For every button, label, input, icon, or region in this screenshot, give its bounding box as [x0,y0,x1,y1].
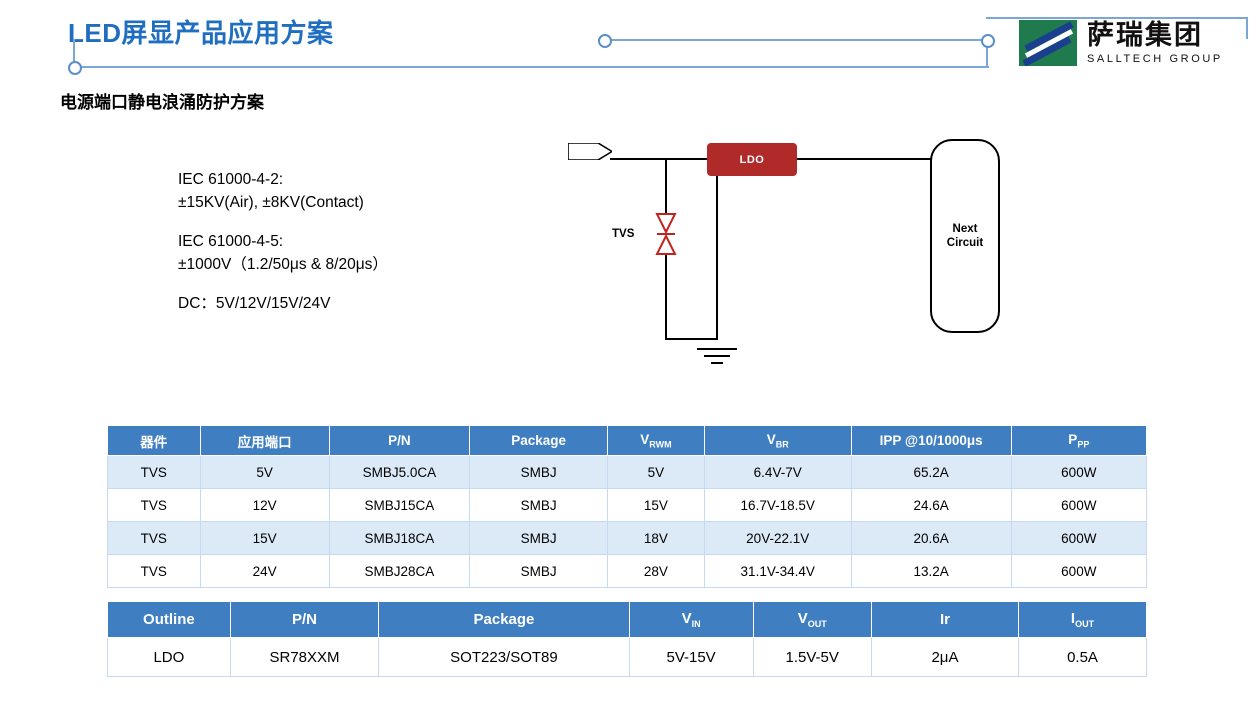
header-rule-left-down [73,39,75,67]
cell: 24V [199,554,330,588]
logo-mark-icon [1019,20,1077,66]
cell: SR78XXM [229,637,380,677]
next-circuit-line1: Next [952,223,978,235]
th-vin: VIN [628,601,754,638]
ground-symbol-icon [697,348,737,364]
th-iout: IOUT [1018,601,1147,638]
spec-line-4: ±1000V（1.2/50μs & 8/20μs） [178,256,388,273]
table-row: TVS 15V SMBJ18CA SMBJ 18V 20V-22.1V 20.6… [107,521,1148,555]
cell: 5V [199,455,330,489]
table-row: TVS 5V SMBJ5.0CA SMBJ 5V 6.4V-7V 65.2A 6… [107,455,1148,489]
wire-tvs-branch [665,158,667,214]
th-ir: Ir [870,601,1020,638]
logo-company-name-en: SALLTECH GROUP [1087,52,1223,65]
cell: 600W [1010,521,1148,555]
cell: 12V [199,488,330,522]
cell: SMBJ [469,521,609,555]
cell: SMBJ5.0CA [328,455,471,489]
cell: 600W [1010,488,1148,522]
wire-ldo-out [796,158,932,160]
cell: 5V-15V [628,637,754,677]
cell: 20.6A [850,521,1012,555]
cell: 16.7V-18.5V [703,488,852,522]
th-pn: P/N [229,601,380,638]
cell: 15V [607,488,705,522]
cell: SMBJ [469,488,609,522]
header-rule-right-corner [1246,17,1248,39]
th-package: Package [378,601,630,638]
tvs-spec-table: 器件 应用端口 P/N Package VRWM VBR IPP @10/100… [107,425,1148,588]
cell: 1.5V-5V [752,637,872,677]
header-rule-top-right [986,17,1248,19]
th-ipp: IPP @10/1000μs [850,425,1012,456]
spec-block: IEC 61000-4-2: ±15KV(Air), ±8KV(Contact)… [178,168,388,315]
cell: 600W [1010,455,1148,489]
th-pn: P/N [328,425,471,456]
cell: 0.5A [1018,637,1147,677]
cell: 13.2A [850,554,1012,588]
th-outline: Outline [107,601,231,638]
spec-line-2: ±15KV(Air), ±8KV(Contact) [178,194,364,211]
cell: 18V [607,521,705,555]
cell: 6.4V-7V [703,455,852,489]
company-logo: 萨瑞集团 SALLTECH GROUP [1019,16,1241,70]
cell: LDO [107,637,231,677]
wire-input [610,158,710,160]
tvs-diode-icon [655,213,677,255]
cell: SMBJ28CA [328,554,471,588]
cell: SMBJ [469,554,609,588]
cell: SMBJ18CA [328,521,471,555]
header-node-bottom-left [68,61,82,75]
spec-line-3: IEC 61000-4-5: [178,233,284,250]
th-port: 应用端口 [199,425,330,456]
cell: 600W [1010,554,1148,588]
table-row: TVS 24V SMBJ28CA SMBJ 28V 31.1V-34.4V 13… [107,554,1148,588]
wire-tvs-to-gnd [665,254,667,340]
cell: SMBJ15CA [328,488,471,522]
cell: TVS [107,521,201,555]
next-circuit-line2: Circuit [946,237,984,249]
cell: TVS [107,488,201,522]
header-rule-bottom [73,66,989,68]
header-rule-right-up [986,39,988,67]
th-ppp: PPP [1010,425,1148,456]
cell: SMBJ [469,455,609,489]
input-connector-icon [568,143,612,160]
table-header-row: Outline P/N Package VIN VOUT Ir IOUT [107,601,1147,638]
cell: 28V [607,554,705,588]
cell: 65.2A [850,455,1012,489]
cell: 31.1V-34.4V [703,554,852,588]
cell: 24.6A [850,488,1012,522]
cell: 5V [607,455,705,489]
table-row: LDO SR78XXM SOT223/SOT89 5V-15V 1.5V-5V … [107,637,1147,677]
table-row: TVS 12V SMBJ15CA SMBJ 15V 16.7V-18.5V 24… [107,488,1148,522]
ldo-block: LDO [707,143,797,176]
th-device: 器件 [107,425,201,456]
header-node-left [598,34,612,48]
th-vrwm: VRWM [607,425,705,456]
cell: 15V [199,521,330,555]
logo-company-name-cn: 萨瑞集团 [1087,19,1203,50]
cell: SOT223/SOT89 [378,637,630,677]
wire-ground-stem [716,160,718,340]
tvs-label: TVS [612,228,635,240]
spec-line-1: IEC 61000-4-2: [178,171,284,188]
cell: 20V-22.1V [703,521,852,555]
cell: TVS [107,455,201,489]
spec-line-5: DC：5V/12V/15V/24V [178,295,331,312]
wire-ground-rail [665,338,717,340]
cell: 2μA [870,637,1020,677]
header-rule-top [598,39,988,41]
header-node-right [981,34,995,48]
th-vout: VOUT [752,601,872,638]
page-title: LED屏显产品应用方案 [68,18,334,48]
th-package: Package [469,425,609,456]
cell: TVS [107,554,201,588]
ldo-spec-table: Outline P/N Package VIN VOUT Ir IOUT LDO… [107,601,1147,677]
section-subtitle: 电源端口静电浪涌防护方案 [60,93,264,112]
table-header-row: 器件 应用端口 P/N Package VRWM VBR IPP @10/100… [107,425,1148,456]
th-vbr: VBR [703,425,852,456]
